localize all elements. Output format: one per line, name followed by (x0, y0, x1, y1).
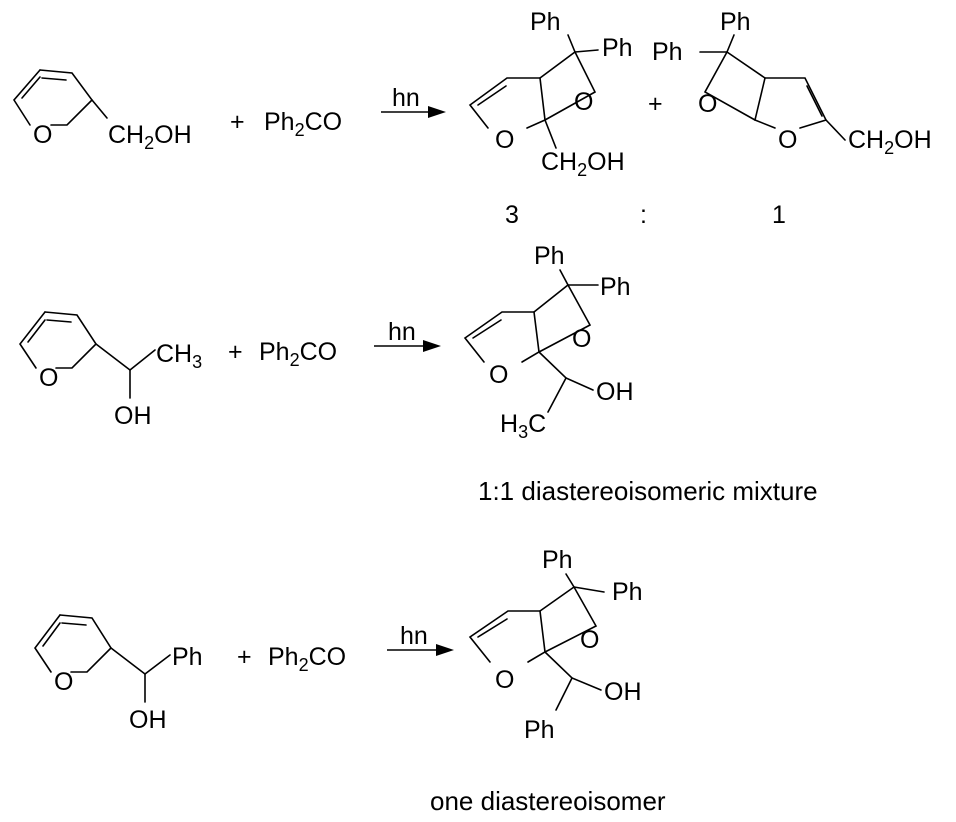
dihydrofuran-bonds-right (521, 311, 540, 363)
hv-label: hn (392, 84, 420, 112)
hv-label: hn (400, 622, 428, 650)
reaction-1: O CH2OH + Ph2CO hn Ph Ph O O CH2OH + (13, 8, 932, 229)
side-chain-bonds (544, 651, 602, 691)
phenyl-label: Ph (534, 242, 565, 270)
dihydrofuran-bonds-right (527, 610, 546, 663)
ph-bond (573, 586, 605, 593)
side-chain-bonds (95, 343, 156, 372)
benzophenone-label: Ph2CO (259, 338, 337, 370)
dihydrofuran-double-bond (477, 85, 507, 106)
methyl-label: H3C (500, 410, 546, 442)
furan-ring-bonds-left (19, 311, 46, 369)
dihydrofuran-bonds (463, 311, 535, 363)
hv-label: hn (388, 318, 416, 346)
furan-double-bond (41, 77, 67, 81)
dihydrofuran-bonds-right (526, 77, 546, 129)
phenyl-label: Ph (720, 8, 751, 36)
phenyl-label: Ph (530, 8, 561, 36)
ratio-minor: 1 (772, 201, 786, 229)
furyl-ethanol: O CH3 OH (19, 311, 202, 430)
furfuryl-alcohol: O CH2OH (13, 69, 192, 153)
hydroxyl-label: OH (114, 402, 152, 430)
reaction-arrow-1: hn (381, 84, 446, 118)
furan-double-bond (42, 622, 61, 647)
furan-ring-bonds-left (34, 614, 61, 673)
oxetane-bonds (703, 50, 766, 121)
methyl-bond (547, 377, 567, 413)
oxetane-product: Ph Ph O O OH Ph (468, 546, 643, 744)
dihydrofuran-bonds (764, 77, 828, 129)
oxetane-oxygen-label: O (698, 90, 717, 118)
plus-sign: + (228, 338, 243, 366)
reaction-arrow-3: hn (387, 622, 454, 656)
benzophenone-label: Ph2CO (264, 108, 342, 140)
oxetane-oxygen-label: O (572, 325, 591, 353)
furan-ring-bonds-left (13, 69, 41, 126)
phenyl-label: Ph (172, 643, 203, 671)
oxetane-bonds (539, 585, 598, 653)
hydroxyl-label: OH (604, 678, 642, 706)
hydroxyl-label: OH (596, 378, 634, 406)
ring-oxygen-label: O (495, 126, 514, 154)
ph-bond (574, 49, 599, 53)
ch2oh-label: CH2OH (541, 148, 625, 180)
ch2oh-label: CH2OH (108, 121, 192, 153)
side-chain-bonds (538, 351, 594, 391)
ch2oh-label: CH2OH (848, 126, 932, 158)
phenyl-label: Ph (600, 273, 631, 301)
ph-bond (559, 269, 569, 286)
oxetane-product-minor: Ph Ph O O CH2OH (652, 8, 932, 158)
ph-bond (565, 573, 575, 588)
phenyl-label: Ph (612, 578, 643, 606)
ring-oxygen-label: O (33, 121, 52, 149)
hydroxyl-label: OH (129, 706, 167, 734)
ring-oxygen-label: O (778, 126, 797, 154)
phenyl-label: Ph (652, 38, 683, 66)
oxetane-product: Ph Ph O O OH H3C (463, 242, 634, 442)
side-chain-bonds (110, 647, 171, 676)
dihydrofuran-bonds (468, 610, 541, 663)
stereochem-caption: 1:1 diastereoisomeric mixture (478, 476, 818, 506)
methyl-label: CH3 (156, 340, 202, 372)
dihydrofuran-double-bond (477, 618, 508, 638)
furan-double-bond (61, 622, 87, 626)
ch2oh-bond (544, 119, 557, 149)
phenyl-label: Ph (542, 546, 573, 574)
ring-oxygen-label: O (489, 361, 508, 389)
plus-sign: + (230, 108, 245, 136)
ring-oxygen-label: O (495, 666, 514, 694)
reaction-3: O Ph OH + Ph2CO hn Ph Ph O O OH Ph one (34, 546, 666, 816)
oxetane-bonds (533, 283, 592, 353)
ph-bond (726, 34, 735, 53)
dihydrofuran-bonds-left (754, 77, 776, 129)
ring-oxygen-label: O (39, 364, 58, 392)
ratio-major: 3 (505, 201, 519, 229)
ch2oh-bond (825, 119, 846, 141)
oxetane-product-major: Ph Ph O O CH2OH (468, 8, 633, 180)
plus-sign: + (237, 643, 252, 671)
ph-bond (567, 34, 576, 53)
plus-sign: + (648, 90, 663, 118)
reaction-arrow-2: hn (374, 318, 441, 352)
furan-double-bond (46, 319, 72, 323)
stereochem-caption: one diastereoisomer (430, 786, 666, 816)
dihydrofuran-double-bond (806, 85, 823, 117)
furyl-phenylmethanol: O Ph OH (34, 614, 203, 734)
oxetane-bonds (539, 50, 597, 121)
furan-double-bond (27, 319, 46, 343)
dihydrofuran-bonds (468, 77, 541, 129)
ring-oxygen-label: O (54, 668, 73, 696)
oxetane-oxygen-label: O (580, 626, 599, 654)
phenyl-label: Ph (602, 34, 633, 62)
furan-double-bond (21, 76, 41, 99)
benzophenone-label: Ph2CO (268, 643, 346, 675)
ch2-bond (91, 99, 108, 119)
phenyl-label: Ph (524, 716, 555, 744)
phenyl-bond (555, 677, 573, 711)
reaction-2: O CH3 OH + Ph2CO hn Ph Ph O O OH H3C 1: (19, 242, 818, 506)
oxetane-oxygen-label: O (574, 88, 593, 116)
dihydrofuran-double-bond (472, 319, 502, 339)
ratio-separator: : (640, 201, 647, 229)
